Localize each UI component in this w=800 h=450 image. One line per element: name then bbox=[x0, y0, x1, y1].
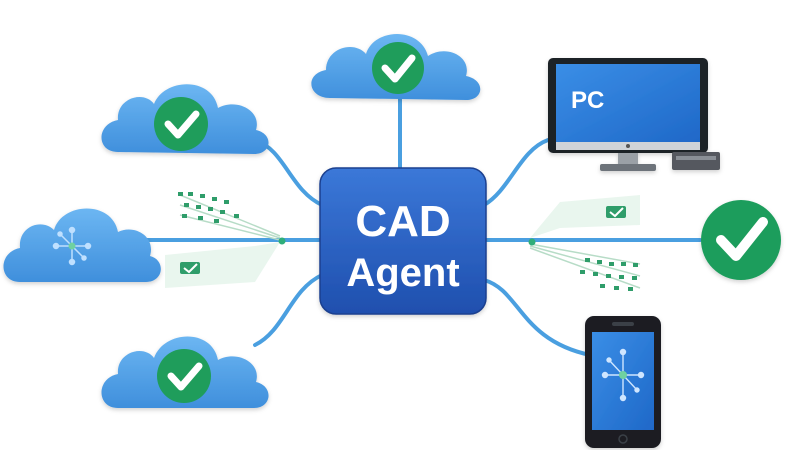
check-icon bbox=[372, 42, 424, 94]
hub-title-line1: CAD bbox=[355, 197, 450, 246]
pc-label: PC bbox=[571, 87, 604, 114]
check-icon bbox=[154, 97, 208, 151]
link-phone bbox=[482, 278, 592, 357]
link-bottom-left-cloud bbox=[253, 273, 324, 347]
data-card-right bbox=[530, 195, 640, 238]
pc-monitor bbox=[548, 58, 720, 171]
packet-trail-left-upper bbox=[179, 194, 281, 241]
hub-title-line2: Agent bbox=[346, 251, 459, 295]
network-icon bbox=[52, 226, 92, 266]
check-icon bbox=[701, 200, 781, 280]
packet-dots-right-lower bbox=[580, 258, 638, 291]
data-card-left bbox=[165, 242, 280, 288]
cad-agent-hub bbox=[319, 167, 487, 315]
check-icon bbox=[157, 349, 211, 403]
link-pc bbox=[482, 138, 550, 207]
network-icon bbox=[601, 348, 645, 402]
junction-dots bbox=[278, 237, 536, 246]
packet-dots-left-upper bbox=[178, 192, 239, 223]
